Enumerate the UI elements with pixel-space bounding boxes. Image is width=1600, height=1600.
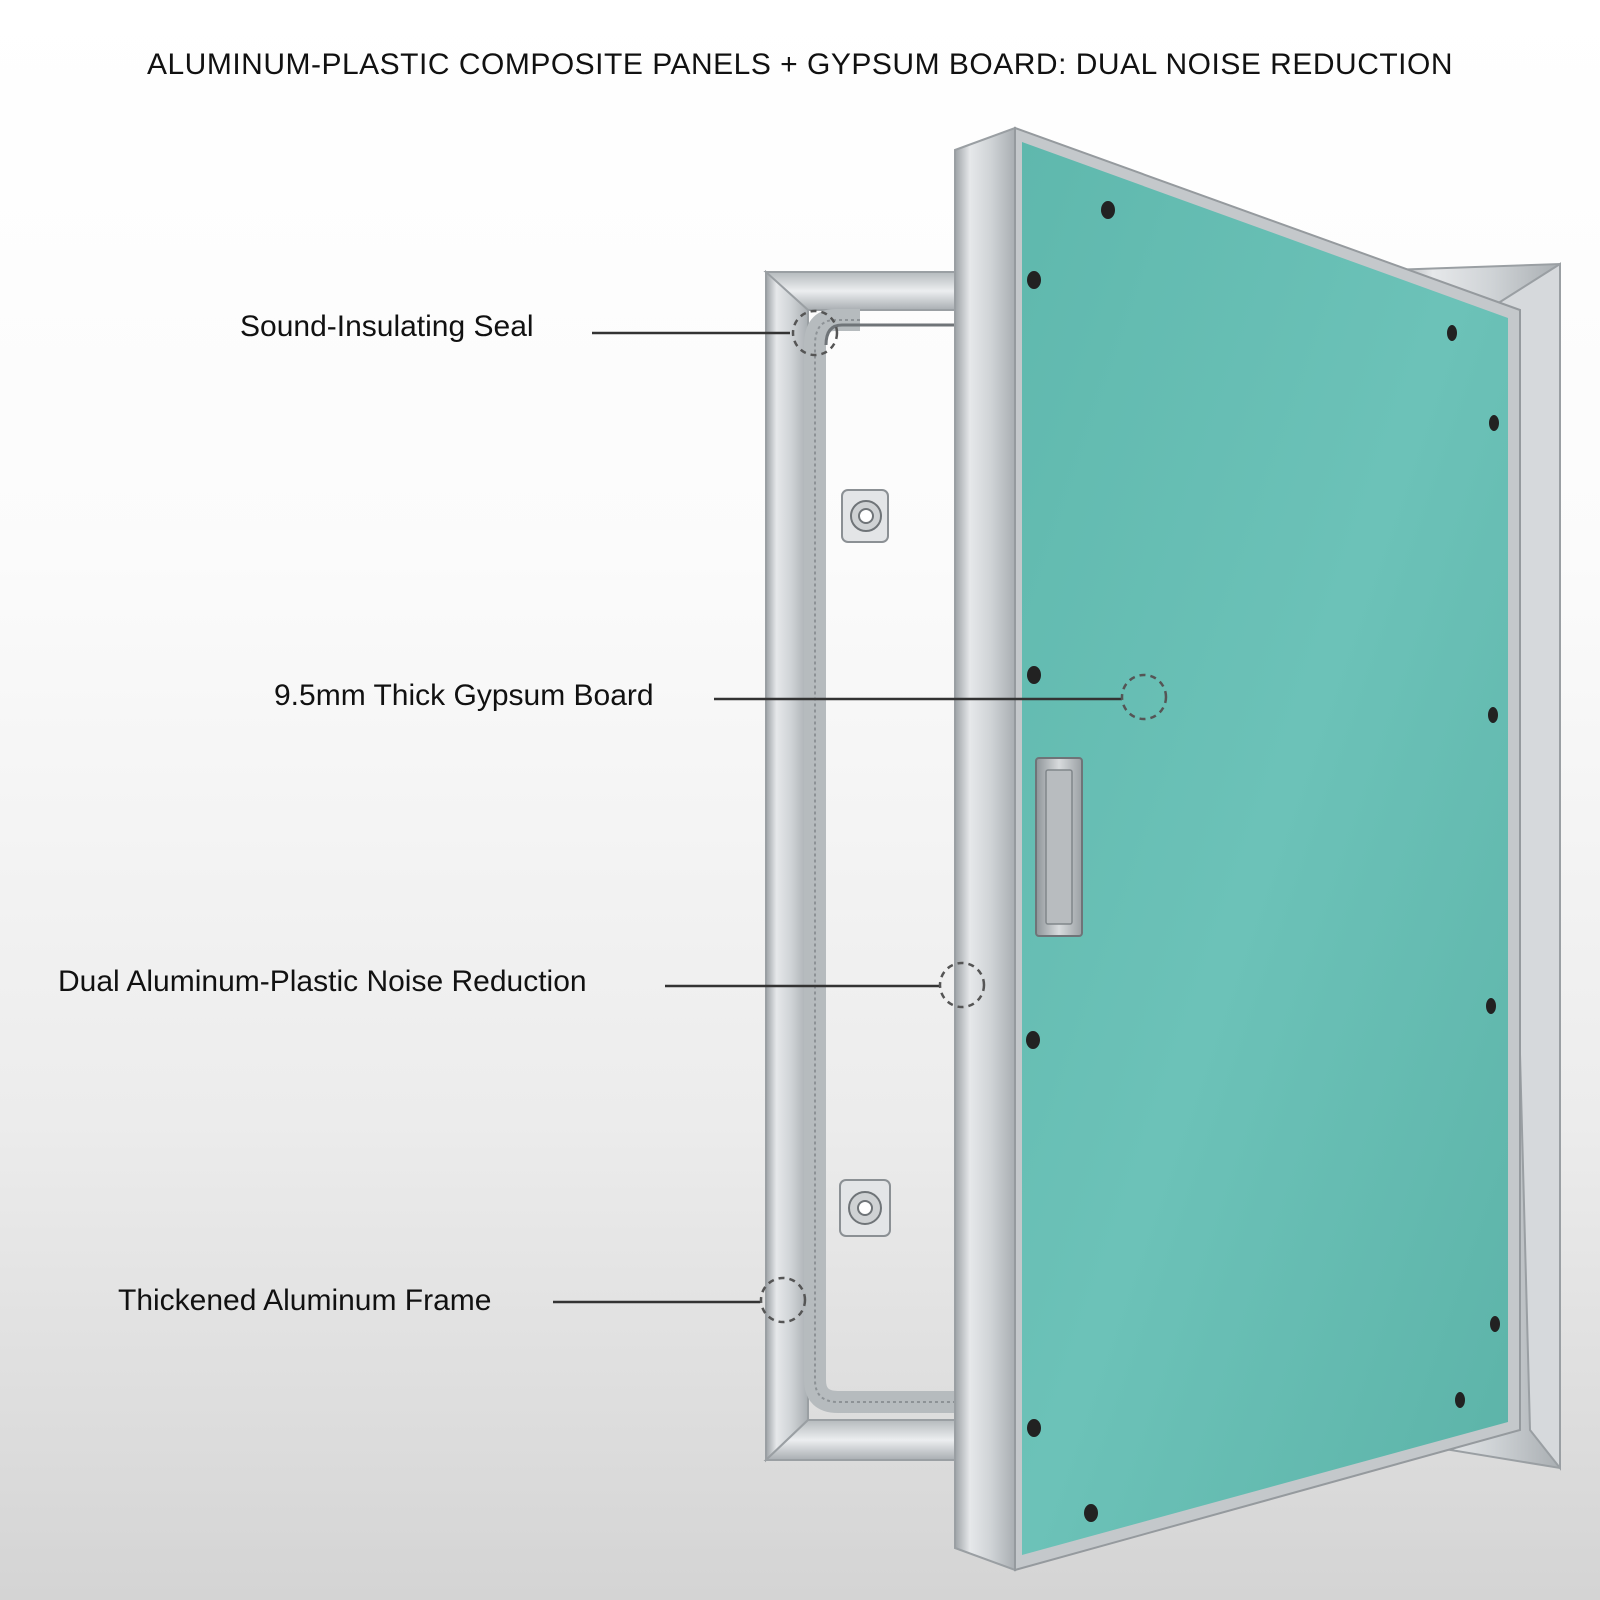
callout-gypsum-board: 9.5mm Thick Gypsum Board — [274, 679, 654, 712]
screw-heads — [1026, 201, 1500, 1522]
callout-dual-noise-reduction: Dual Aluminum-Plastic Noise Reduction — [58, 965, 587, 998]
gypsum-board — [1022, 142, 1508, 1555]
upper-hinge — [841, 489, 889, 543]
lower-hinge — [839, 1179, 891, 1237]
sound-insulating-seal-strip — [804, 309, 955, 1413]
callout-aluminum-frame: Thickened Aluminum Frame — [118, 1284, 492, 1317]
diagram-title: ALUMINUM-PLASTIC COMPOSITE PANELS + GYPS… — [146, 48, 1454, 81]
door-handle — [1035, 757, 1083, 937]
callout-sound-insulating-seal: Sound-Insulating Seal — [240, 310, 534, 343]
door-edge — [954, 126, 1016, 1572]
callout-leaders — [553, 309, 1168, 1324]
